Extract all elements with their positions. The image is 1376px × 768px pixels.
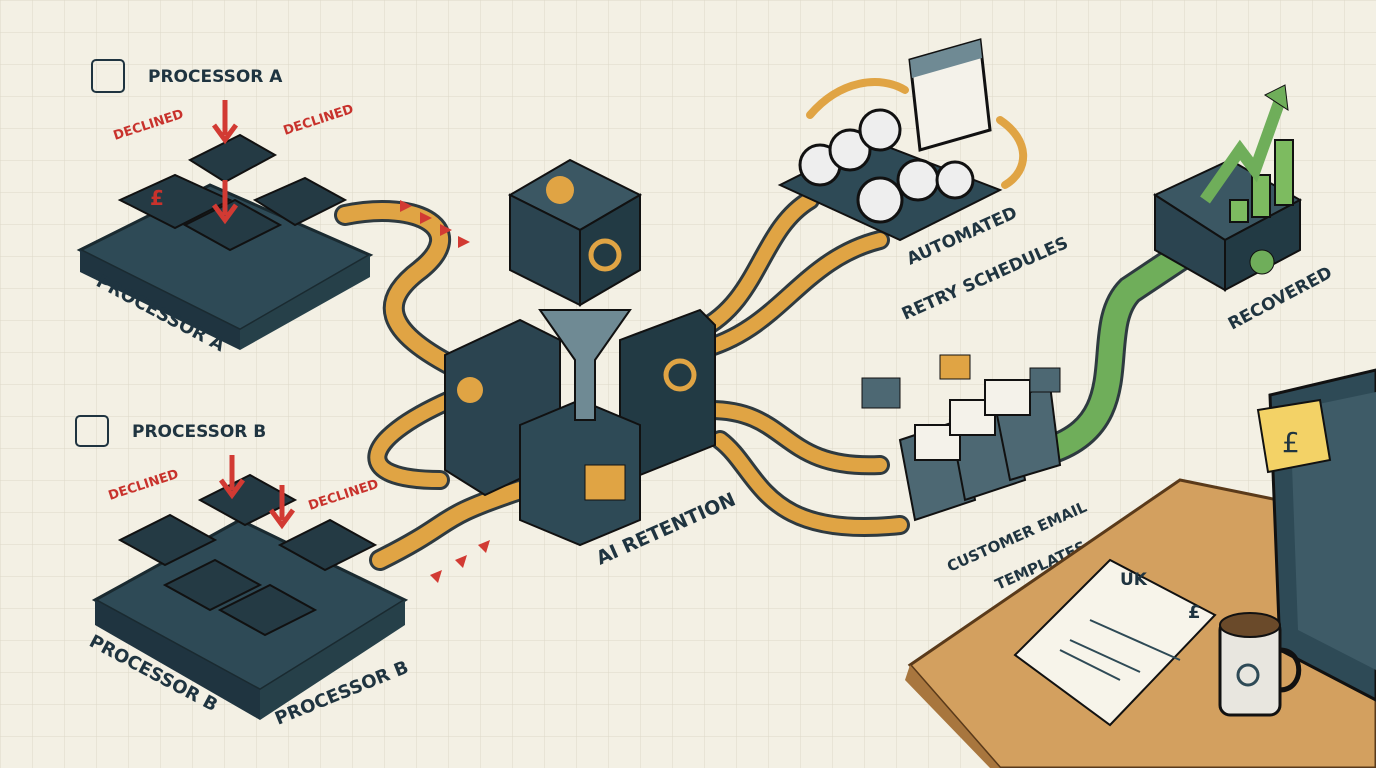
- gear-icon: [588, 238, 622, 272]
- invoice-currency: £: [1188, 602, 1201, 623]
- pipes: [334, 78, 1205, 571]
- funnel-icon: [538, 309, 632, 421]
- processor-b-tray: PROCESSOR B PROCESSOR B DECLINED DECLINE…: [86, 455, 412, 730]
- invoice-title: UK: [1120, 570, 1148, 590]
- flow-arrows: [400, 200, 490, 583]
- recovered-box: RECOVERED: [1152, 84, 1336, 334]
- ai-retention-engine: AI RETENTION: [444, 158, 739, 570]
- customer-email-templates: CUSTOMER EMAIL TEMPLATES: [861, 354, 1090, 594]
- bar-chart-icon: [1229, 139, 1294, 223]
- sticky-note-text: £: [1282, 426, 1300, 459]
- down-arrow-icon: [211, 100, 239, 225]
- chip-link-icon: [75, 415, 109, 447]
- gear-icon: [663, 358, 697, 392]
- magnifier-icon: [584, 464, 626, 501]
- processor-b-header-label: PROCESSOR B: [132, 422, 266, 442]
- brain-icon: [546, 176, 574, 204]
- chat-bubble-icon: [1029, 367, 1061, 393]
- processor-a-header-label: PROCESSOR A: [148, 67, 283, 87]
- chat-bubble-icon: [861, 377, 901, 409]
- sticky-note: £: [1256, 398, 1332, 474]
- desk-scene: £ UK £: [905, 368, 1376, 768]
- clock-gear-icon: [798, 108, 975, 224]
- calendar-icon: [908, 38, 992, 152]
- invoice: UK £: [1013, 558, 1217, 727]
- refresh-icon: [1236, 663, 1260, 687]
- processor-b-header: PROCESSOR B: [75, 415, 266, 447]
- card-currency: £: [150, 186, 164, 210]
- coffee-mug: [1218, 612, 1302, 717]
- brain-icon: [457, 377, 483, 403]
- down-arrow-icon: [218, 455, 296, 530]
- check-icon: [1249, 249, 1275, 275]
- up-arrow-icon: [1200, 97, 1286, 204]
- chat-bubble-icon: [939, 354, 971, 380]
- chip-link-icon: [91, 59, 125, 93]
- processor-a-header: PROCESSOR A: [91, 59, 283, 93]
